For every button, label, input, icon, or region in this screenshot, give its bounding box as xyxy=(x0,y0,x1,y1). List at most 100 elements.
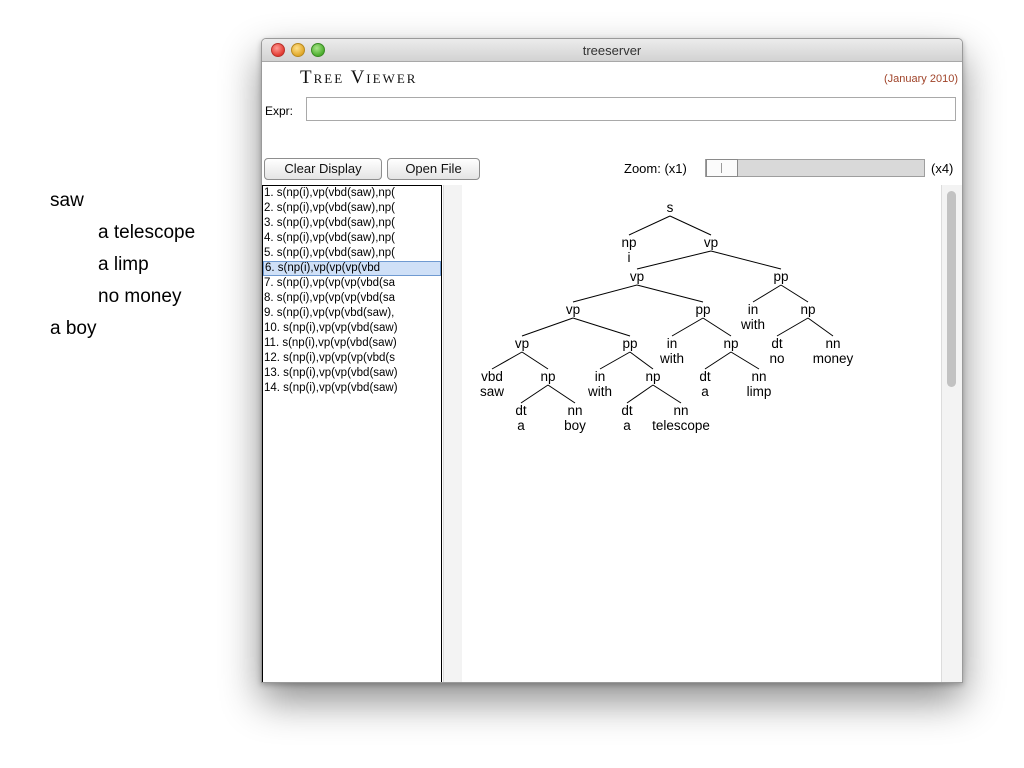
annotation-line: a telescope xyxy=(98,222,196,243)
tree-node-label: in xyxy=(748,302,759,317)
parse-list-item[interactable]: 13. s(np(i),vp(vp(vbd(saw) xyxy=(264,367,398,379)
tree-node-label: dt xyxy=(621,403,633,418)
tree-node-label: telescope xyxy=(652,418,710,433)
tree-edge xyxy=(752,284,782,303)
parse-list[interactable]: 1. s(np(i),vp(vbd(saw),np( 2. s(np(i),vp(… xyxy=(262,185,442,682)
app-title: Tree Viewer xyxy=(300,67,418,88)
parse-list-item[interactable]: 2. s(np(i),vp(vbd(saw),np( xyxy=(264,202,396,214)
clear-display-button[interactable]: Clear Display xyxy=(264,158,382,180)
tree-edge xyxy=(652,384,682,404)
annotation-line: no money xyxy=(98,286,182,307)
parse-list-item[interactable]: 8. s(np(i),vp(vp(vp(vbd(sa xyxy=(264,292,396,304)
parse-list-item[interactable]: 11. s(np(i),vp(vp(vbd(saw) xyxy=(264,337,397,349)
parse-list-item[interactable]: 10. s(np(i),vp(vp(vbd(saw) xyxy=(264,322,398,334)
parse-list-item[interactable]: 12. s(np(i),vp(vp(vp(vbd(s xyxy=(264,352,396,364)
tree-edge xyxy=(710,250,782,270)
tree-edge xyxy=(491,351,523,370)
tree-node-label: saw xyxy=(480,384,504,399)
tree-edge xyxy=(547,384,576,404)
tree-node-label: a xyxy=(517,418,525,433)
tree-node-label: in xyxy=(595,369,606,384)
open-file-button[interactable]: Open File xyxy=(387,158,480,180)
tree-node-label: vp xyxy=(566,302,580,317)
tree-node-label: pp xyxy=(773,269,788,284)
tree-edge xyxy=(730,351,760,370)
tree-node-label: in xyxy=(667,336,678,351)
parse-list-item[interactable]: 5. s(np(i),vp(vbd(saw),np( xyxy=(264,247,396,259)
tree-node-label: money xyxy=(813,351,854,366)
tree-edge xyxy=(671,317,704,337)
parse-list-item[interactable]: 1. s(np(i),vp(vbd(saw),np( xyxy=(264,187,396,199)
parse-list-item[interactable]: 14. s(np(i),vp(vp(vbd(saw) xyxy=(264,382,398,394)
zoom-slider[interactable] xyxy=(705,159,925,177)
tree-node-label: dt xyxy=(699,369,711,384)
tree-node-label: dt xyxy=(771,336,783,351)
parse-list-item[interactable]: 3. s(np(i),vp(vbd(saw),np( xyxy=(264,217,396,229)
tree-edge xyxy=(704,351,732,370)
tree-node-label: np xyxy=(540,369,555,384)
tree-node-label: pp xyxy=(695,302,710,317)
parse-list-gutter xyxy=(443,185,462,682)
window-content: Tree Viewer (January 2010) Expr: Clear D… xyxy=(262,62,962,682)
zoom-max-label: (x4) xyxy=(931,161,954,176)
title-bar[interactable]: treeserver xyxy=(262,39,962,62)
annotation-line: a limp xyxy=(98,254,149,275)
tree-node-label: with xyxy=(740,317,765,332)
parse-list-item[interactable]: 6. s(np(i),vp(vp(vp(vbd xyxy=(263,261,441,276)
tree-edge xyxy=(521,317,574,337)
tree-edge xyxy=(572,284,638,303)
window-title: treeserver xyxy=(582,43,642,58)
tree-node-label: np xyxy=(645,369,660,384)
tree-node-label: np xyxy=(800,302,815,317)
tree-node-label: i xyxy=(628,250,631,265)
tree-node-label: np xyxy=(621,235,636,250)
tree-edge xyxy=(572,317,631,337)
tree-node-label: with xyxy=(659,351,684,366)
tree-node-label: limp xyxy=(747,384,772,399)
tree-node-label: nn xyxy=(567,403,582,418)
expr-input[interactable] xyxy=(306,97,956,121)
parse-list-item[interactable]: 7. s(np(i),vp(vp(vp(vbd(sa xyxy=(264,277,396,289)
annotation-line: saw xyxy=(50,190,84,211)
tree-node-label: nn xyxy=(751,369,766,384)
tree-node-label: no xyxy=(769,351,784,366)
tree-vertical-scroll-thumb[interactable] xyxy=(947,191,956,387)
tree-edge xyxy=(702,317,732,337)
tree-node-label: a xyxy=(623,418,631,433)
tree-node-label: boy xyxy=(564,418,586,433)
tree-edge xyxy=(521,351,549,370)
close-window-icon[interactable] xyxy=(271,43,285,57)
tree-node-label: vbd xyxy=(481,369,503,384)
tree-node-label: dt xyxy=(515,403,527,418)
tree-edge xyxy=(628,215,671,236)
tree-edge xyxy=(599,351,631,370)
tree-edge xyxy=(520,384,549,404)
tree-node-label: s xyxy=(667,200,674,215)
tree-node-label: pp xyxy=(622,336,637,351)
tree-edge xyxy=(807,317,834,337)
tree-edge xyxy=(629,351,654,370)
tree-node-label: vp xyxy=(515,336,529,351)
minimize-window-icon[interactable] xyxy=(291,43,305,57)
parse-list-item[interactable]: 9. s(np(i),vp(vp(vbd(saw), xyxy=(264,307,395,319)
zoom-label: Zoom: (x1) xyxy=(624,161,687,176)
tree-node-label: nn xyxy=(825,336,840,351)
tree-edge xyxy=(780,284,809,303)
tree-edge xyxy=(636,284,704,303)
tree-edge xyxy=(626,384,654,404)
app-window: treeserver Tree Viewer (January 2010) Ex… xyxy=(261,38,963,683)
parse-list-item[interactable]: 4. s(np(i),vp(vbd(saw),np( xyxy=(264,232,396,244)
tree-node-label: vp xyxy=(704,235,718,250)
tree-node-label: a xyxy=(701,384,709,399)
zoom-slider-thumb[interactable] xyxy=(706,159,738,177)
tree-vertical-scrollbar[interactable] xyxy=(941,185,962,682)
zoom-window-icon[interactable] xyxy=(311,43,325,57)
tree-node-label: vp xyxy=(630,269,644,284)
tree-edge xyxy=(776,317,809,337)
expr-label: Expr: xyxy=(265,104,294,118)
tree-edge xyxy=(669,215,712,236)
tree-node-label: nn xyxy=(673,403,688,418)
tree-node-label: with xyxy=(587,384,612,399)
